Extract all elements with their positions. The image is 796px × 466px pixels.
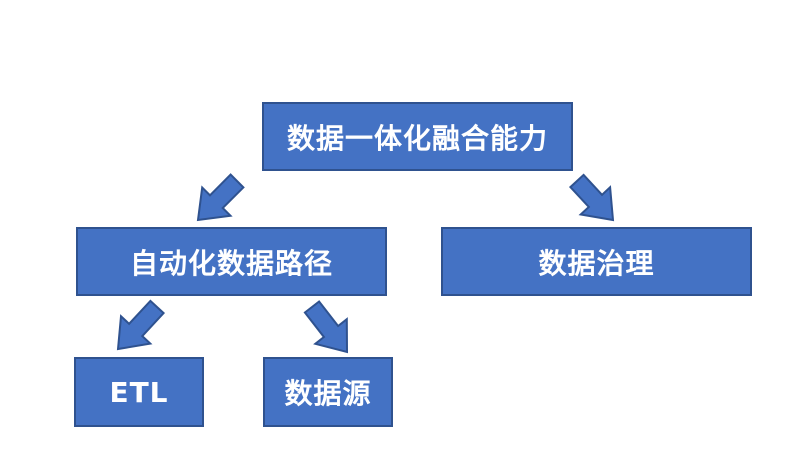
- governance-node-label: 数据治理: [538, 246, 655, 280]
- arrow-root-to-governance: [568, 173, 615, 222]
- arrow-root-to-auto-path: [196, 173, 245, 222]
- data-source-node-label: 数据源: [284, 377, 372, 410]
- data-source-node: 数据源: [263, 357, 393, 427]
- governance-node: 数据治理: [441, 227, 752, 296]
- auto-path-node-label: 自动化数据路径: [129, 246, 333, 280]
- root-node: 数据一体化融合能力: [262, 102, 573, 171]
- arrow-auto-path-to-etl: [116, 299, 166, 351]
- etl-node: ETL: [74, 357, 204, 427]
- root-node-label: 数据一体化融合能力: [286, 121, 548, 155]
- auto-path-node: 自动化数据路径: [76, 227, 387, 296]
- etl-node-label: ETL: [109, 375, 169, 409]
- arrow-auto-path-to-data-source: [303, 300, 349, 354]
